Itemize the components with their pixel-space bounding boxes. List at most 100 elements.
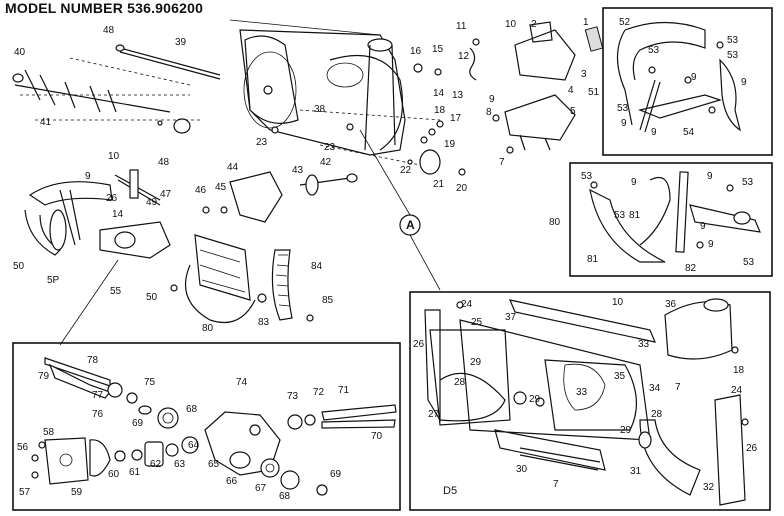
part-label-q5p: 5P: [47, 275, 60, 286]
part-label-q85: 85: [322, 295, 334, 306]
part-label-q26: 26: [106, 193, 118, 204]
part-label-u18: 18: [733, 365, 745, 376]
part-label-q46: 46: [195, 185, 207, 196]
part-label-4: 4: [568, 85, 574, 96]
part-label-23b: 23: [324, 142, 336, 153]
part-label-u7b: 7: [553, 479, 559, 490]
part-label-t74: 74: [236, 377, 248, 388]
part-label-u10: 10: [612, 297, 624, 308]
part-label-u29c: 29: [620, 425, 632, 436]
part-label-r9c: 9: [621, 118, 627, 129]
gearcase-impeller: [24, 169, 358, 346]
part-label-u34: 34: [649, 383, 661, 394]
part-label-t66: 66: [226, 476, 238, 487]
part-label-q42: 42: [320, 157, 332, 168]
part-label-u33a: 33: [638, 339, 650, 350]
part-label-s9b: 9: [707, 171, 713, 182]
skid-shoe-parts: [616, 21, 741, 133]
part-label-u26a: 26: [413, 339, 425, 350]
part-label-41: 41: [40, 117, 52, 128]
housing-parts: [424, 298, 749, 506]
part-label-u29b: 29: [529, 394, 541, 405]
part-label-16: 16: [410, 46, 422, 57]
part-label-1: 1: [583, 17, 589, 28]
part-label-q84: 84: [311, 261, 323, 272]
part-label-q50: 50: [13, 261, 25, 272]
part-label-r53d: 53: [617, 103, 629, 114]
part-label-t65: 65: [208, 459, 220, 470]
part-label-u7a: 7: [675, 382, 681, 393]
part-label-19: 19: [444, 139, 456, 150]
part-label-r9b: 9: [691, 72, 697, 83]
part-label-t67: 67: [255, 483, 267, 494]
part-label-17: 17: [450, 113, 462, 124]
auger-assembly-top: [12, 19, 480, 176]
part-label-3: 3: [581, 69, 587, 80]
part-label-2: 2: [531, 19, 537, 30]
part-label-t79: 79: [38, 371, 50, 382]
part-label-12: 12: [458, 51, 470, 62]
part-label-r9a: 9: [741, 77, 747, 88]
part-label-u28a: 28: [454, 377, 466, 388]
part-label-11: 11: [456, 21, 467, 32]
bracket-parts: [589, 171, 761, 263]
part-label-r9d: 9: [651, 127, 657, 138]
part-label-18: 18: [434, 105, 446, 116]
part-label-r53b: 53: [727, 35, 739, 46]
part-label-q49: 49: [146, 197, 158, 208]
part-label-u37: 37: [505, 312, 517, 323]
part-label-q43: 43: [292, 165, 304, 176]
part-label-t61: 61: [129, 467, 141, 478]
part-label-u36: 36: [665, 299, 677, 310]
part-label-u26b: 26: [746, 443, 758, 454]
part-label-s81a: 81: [629, 210, 641, 221]
part-label-s9d: 9: [708, 239, 714, 250]
part-label-u32: 32: [703, 482, 715, 493]
inset-box-d5: [409, 291, 771, 511]
part-label-s53d: 53: [743, 257, 755, 268]
part-label-r53c: 53: [727, 50, 739, 61]
part-label-s81b: 81: [587, 254, 599, 265]
part-label-u27: 27: [428, 409, 440, 420]
part-label-s53b: 53: [742, 177, 754, 188]
part-label-s9a: 9: [631, 177, 637, 188]
part-label-40: 40: [14, 47, 26, 58]
part-label-t71: 71: [338, 385, 350, 396]
part-label-u35: 35: [614, 371, 626, 382]
callout-a-leader: [359, 129, 441, 291]
part-label-q48: 48: [158, 157, 170, 168]
part-label-t68: 68: [186, 404, 198, 415]
part-label-38: 38: [314, 104, 326, 115]
part-label-q9: 9: [85, 171, 91, 182]
part-label-q45: 45: [215, 182, 227, 193]
part-label-u29a: 29: [470, 357, 482, 368]
part-label-13: 13: [452, 90, 464, 101]
part-label-t72: 72: [313, 387, 325, 398]
part-label-q44: 44: [227, 162, 239, 173]
part-label-q10: 10: [108, 151, 120, 162]
part-label-10: 10: [505, 19, 517, 30]
part-label-r52: 52: [619, 17, 631, 28]
callout-a: A: [406, 218, 415, 232]
part-label-t70: 70: [371, 431, 383, 442]
part-label-u31: 31: [630, 466, 642, 477]
gear-train-parts: [31, 357, 397, 496]
part-label-39: 39: [175, 37, 187, 48]
part-label-20: 20: [456, 183, 468, 194]
part-label-u24a: 24: [461, 299, 473, 310]
part-label-s80: 80: [549, 217, 561, 228]
inset-box-gearbox: [12, 342, 401, 511]
part-label-q80: 80: [202, 323, 214, 334]
part-label-t68b: 68: [279, 491, 291, 502]
part-label-q83: 83: [258, 317, 270, 328]
part-label-r53a: 53: [648, 45, 660, 56]
part-label-22: 22: [400, 165, 412, 176]
part-label-t77: 77: [92, 390, 104, 401]
part-label-u30: 30: [516, 464, 528, 475]
part-label-t57: 57: [19, 487, 31, 498]
model-number-title: MODEL NUMBER 536.906200: [5, 0, 204, 16]
part-label-48: 48: [103, 25, 115, 36]
inset-box-51: [602, 7, 773, 156]
part-label-7: 7: [499, 157, 505, 168]
